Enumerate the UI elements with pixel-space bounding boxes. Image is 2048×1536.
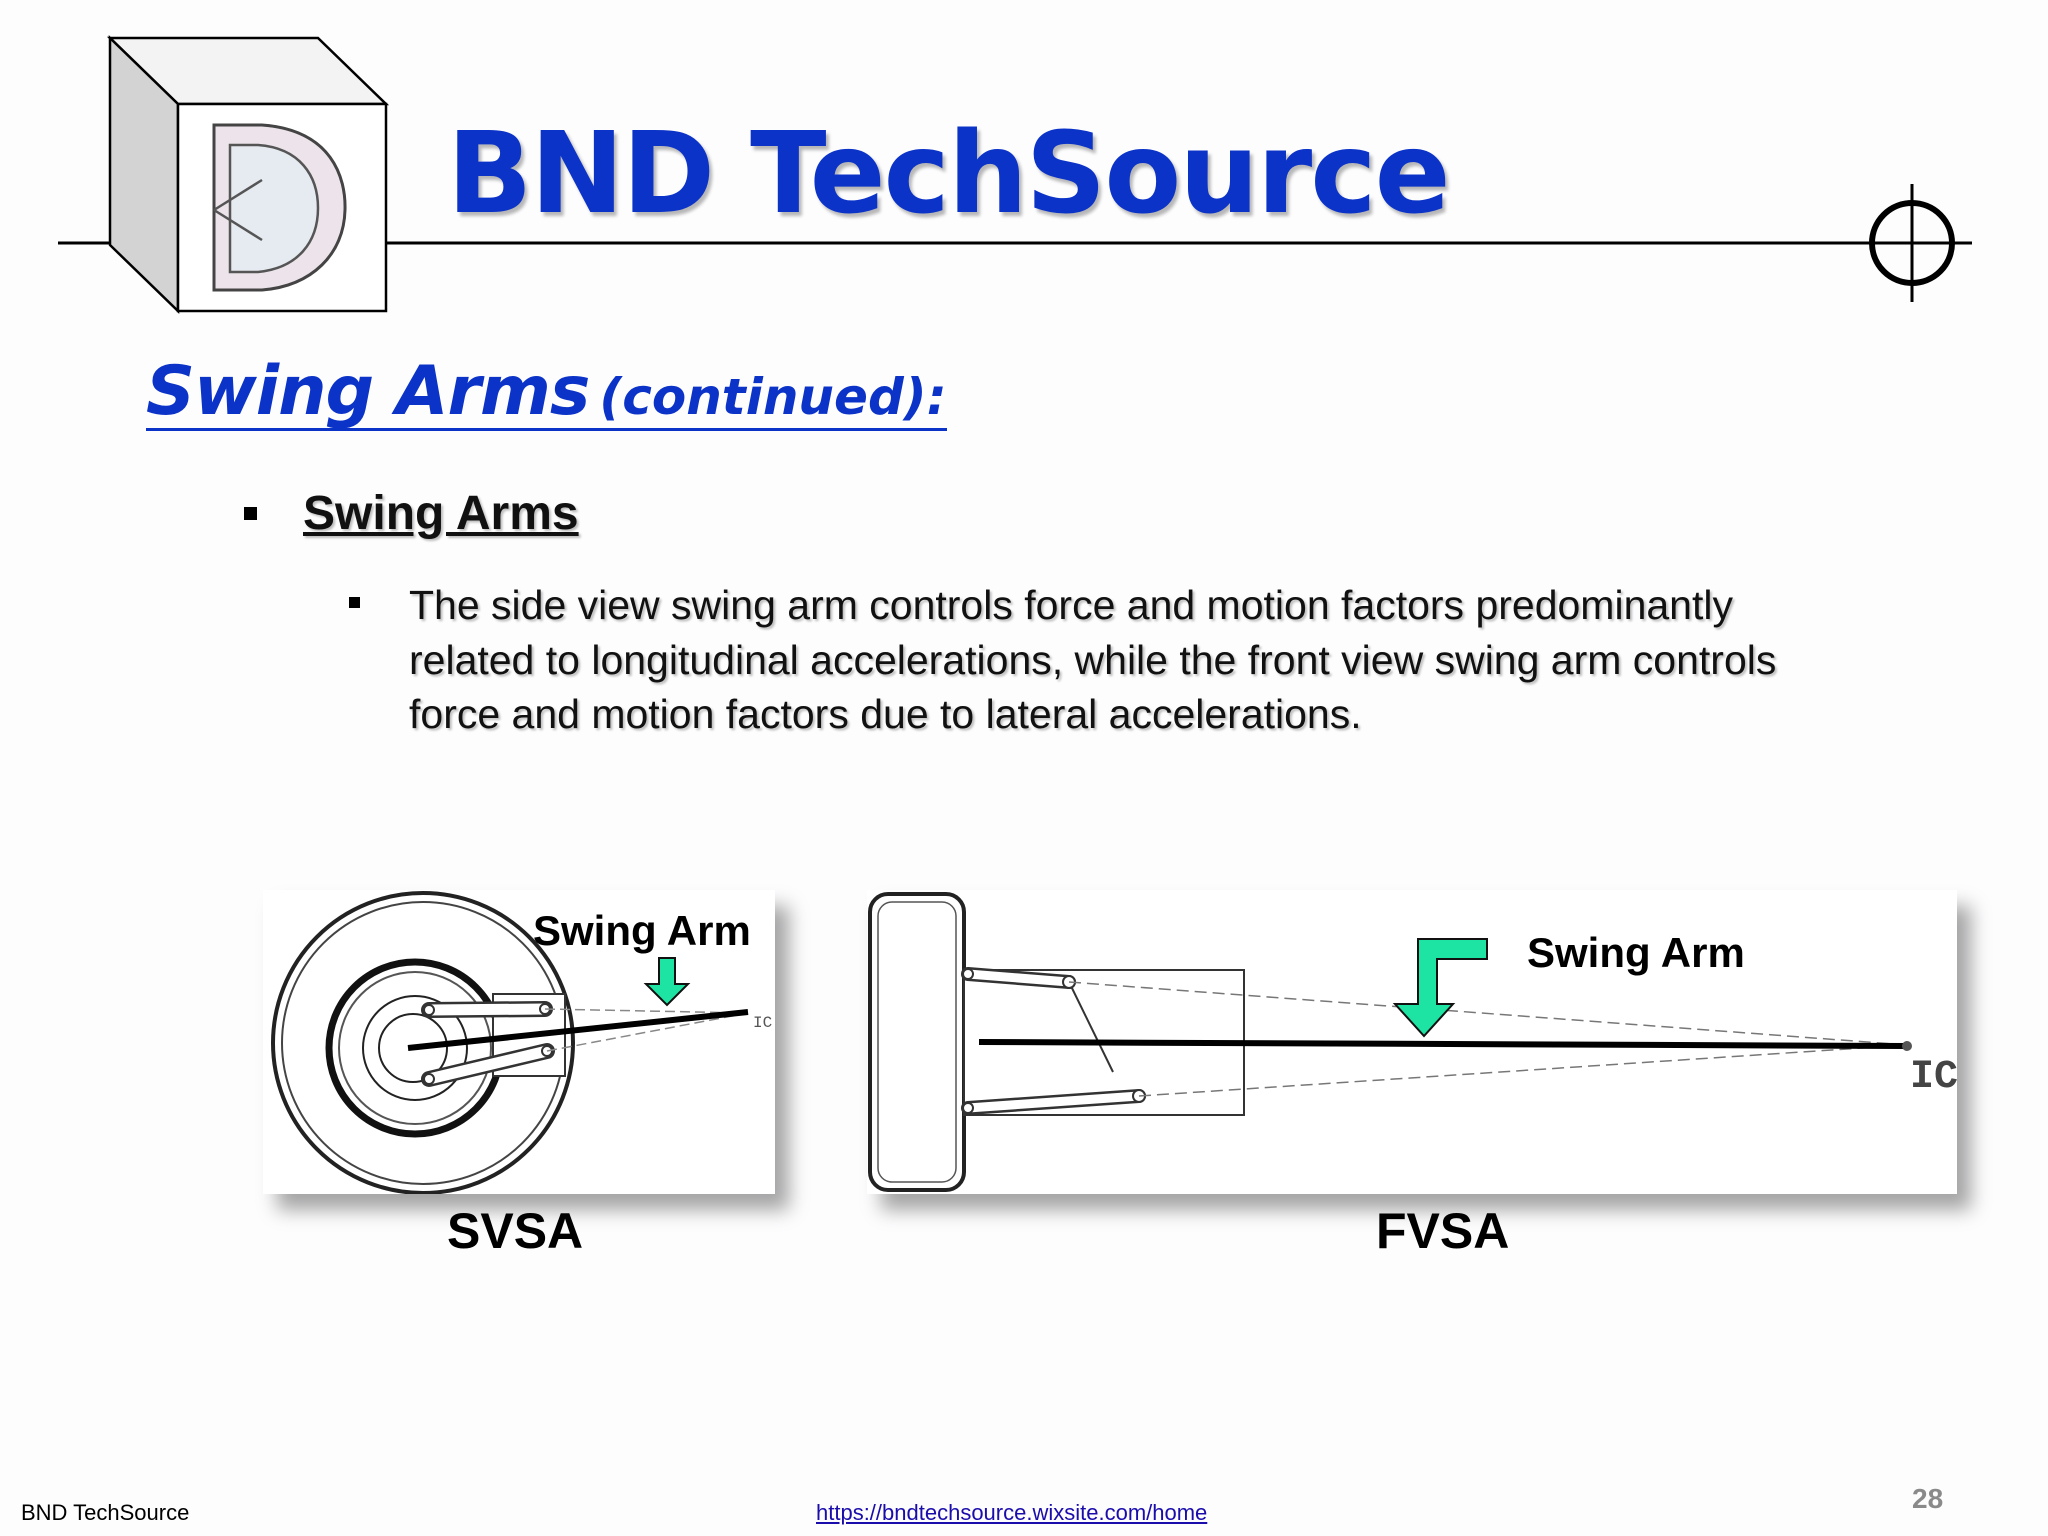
footer-link[interactable]: https://bndtechsource.wixsite.com/home <box>816 1500 1208 1525</box>
fvsa-ic-label: IC <box>1910 1055 1957 1100</box>
footer-brand: BND TechSource <box>21 1500 190 1525</box>
fvsa-caption: FVSA <box>1376 1203 1510 1259</box>
crosshair-icon <box>1862 184 1972 302</box>
svsa-swing-arm-label: Swing Arm <box>533 907 751 954</box>
bullet-square-icon <box>349 597 360 608</box>
bullet-square-icon <box>244 507 257 520</box>
fvsa-swing-arm-label: Swing Arm <box>1527 929 1745 976</box>
svsa-ic-label: IC <box>753 1014 772 1032</box>
arrow-bent-down-icon <box>1392 938 1488 1038</box>
bullet-level1: Swing Arms <box>244 486 579 541</box>
section-title-sub: (continued): <box>599 368 947 426</box>
bullet-level1-text: Swing Arms <box>303 487 579 540</box>
section-title-main: Swing Arms <box>146 352 590 431</box>
svsa-diagram: IC Swing Arm <box>263 890 775 1194</box>
arrow-down-icon <box>643 957 691 1007</box>
bnd-logo <box>106 35 390 314</box>
bullet-level2-text: The side view swing arm controls force a… <box>409 582 1777 737</box>
section-title: Swing Arms(continued): <box>146 358 947 431</box>
brand-title: BND TechSource <box>447 109 1451 239</box>
page-number: 28 <box>1912 1483 1944 1514</box>
svsa-caption: SVSA <box>447 1203 584 1259</box>
header-graphics <box>58 35 1972 314</box>
fvsa-diagram: IC Swing Arm <box>867 890 1957 1194</box>
